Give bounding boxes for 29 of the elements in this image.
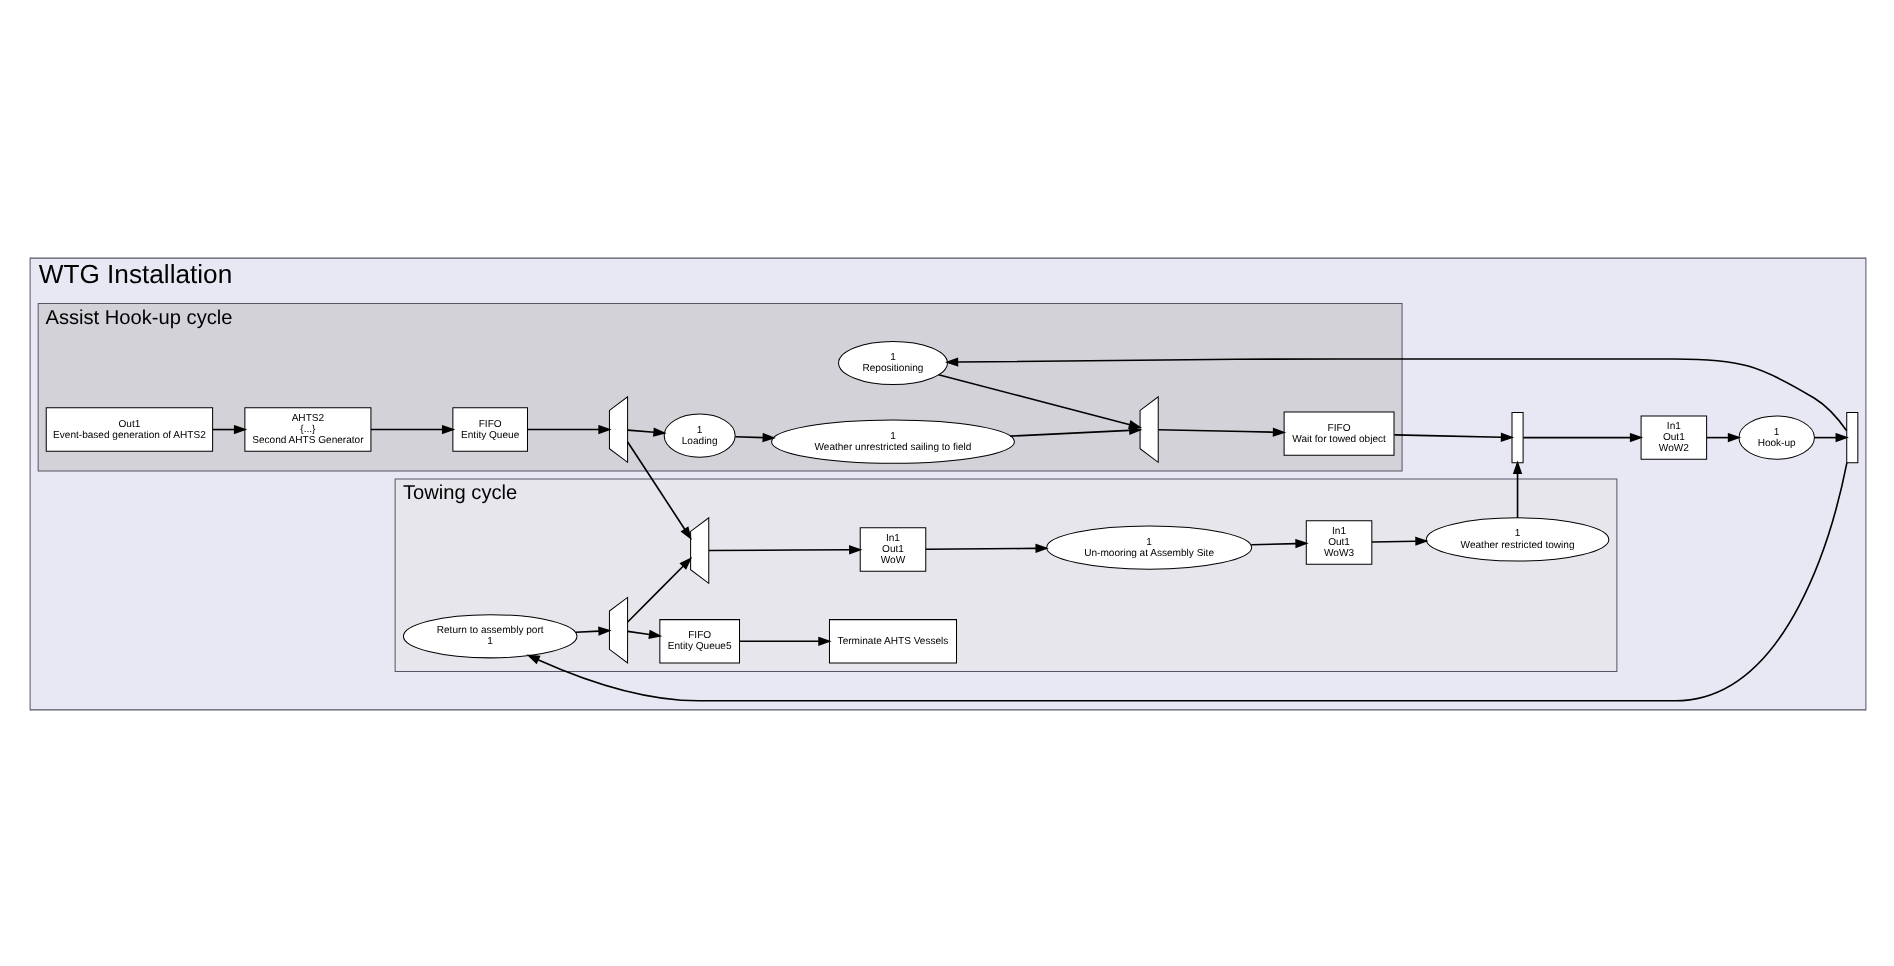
- arrow: [1511, 459, 1522, 518]
- arrow: [936, 372, 1142, 429]
- arrow: [1156, 426, 1286, 436]
- node-trapezoid: [607, 394, 628, 463]
- arrow: [924, 542, 1048, 553]
- arrow: [525, 423, 611, 434]
- node-trapezoid: [607, 595, 628, 663]
- arrow: [1521, 431, 1643, 442]
- arrow: [738, 635, 831, 645]
- node-bar: [1510, 410, 1523, 463]
- node-trapezoid: [689, 515, 709, 584]
- arrow: [1704, 431, 1741, 442]
- arrow: [1812, 431, 1848, 442]
- node-bar: [1845, 410, 1858, 463]
- arrow: [369, 423, 455, 434]
- arrow: [574, 625, 611, 635]
- arrow: [943, 356, 1847, 431]
- arrow: [625, 440, 691, 539]
- node-trapezoid: [1138, 394, 1158, 463]
- arrow: [210, 423, 247, 434]
- arrow: [1370, 535, 1428, 545]
- arrow: [707, 544, 862, 554]
- arrow: [625, 556, 692, 622]
- arrow: [733, 431, 775, 442]
- arrow: [1392, 431, 1514, 441]
- arrow: [625, 426, 666, 436]
- arrow: [625, 628, 662, 638]
- arrow: [525, 461, 1847, 701]
- arrow: [1249, 537, 1308, 548]
